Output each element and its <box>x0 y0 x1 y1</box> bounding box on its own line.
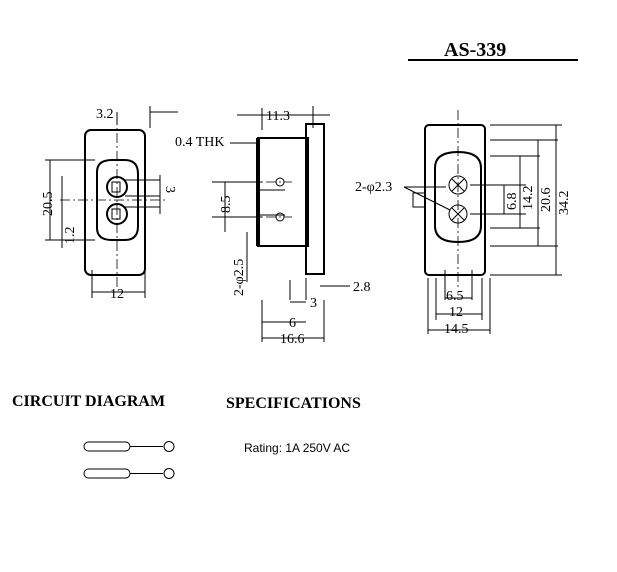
rear-dim-14-2: 14.2 <box>521 186 536 211</box>
side-body-outline <box>257 137 309 247</box>
part-number-title: AS-339 <box>444 39 506 61</box>
side-dim-6: 6 <box>289 316 296 331</box>
front-socket-cavity <box>96 159 139 241</box>
rear-dim-14-5: 14.5 <box>444 322 469 337</box>
rear-dim-20-6: 20.6 <box>539 188 554 213</box>
side-flange <box>305 123 325 275</box>
front-pin-top-contact <box>111 181 121 193</box>
side-dim-16-6: 16.6 <box>280 332 305 347</box>
specifications-heading: SPECIFICATIONS <box>226 395 361 412</box>
front-dim-3-2: 3.2 <box>96 107 114 122</box>
rear-dim-hole: 2-φ2.3 <box>355 180 392 195</box>
rear-dim-34-2: 34.2 <box>557 191 572 216</box>
rear-dim-6-8: 6.8 <box>505 193 520 211</box>
front-body-outline <box>84 129 146 276</box>
front-dim-12: 12 <box>110 287 124 302</box>
circuit-contact-2 <box>83 468 131 479</box>
dim-leader <box>403 186 451 211</box>
side-dim-11-3: 11.3 <box>266 109 290 124</box>
circuit-contact-1 <box>83 441 131 452</box>
front-dim-20-5: 20.5 <box>41 192 56 217</box>
front-dim-1-2: 1.2 <box>63 227 78 245</box>
rear-dim-6-5: 6.5 <box>446 289 464 304</box>
side-view: 11.3 0.4 THK 8.5 2-φ2.5 2.8 3 6 16.6 <box>175 106 371 347</box>
front-dim-3: 3 <box>162 186 177 193</box>
side-dim-8-5: 8.5 <box>219 196 234 214</box>
circuit-symbol <box>83 441 175 479</box>
side-dim-3: 3 <box>310 296 317 311</box>
rating-text: Rating: 1A 250V AC <box>244 441 350 455</box>
rear-pin-stub <box>412 192 426 208</box>
circuit-terminal-1 <box>163 441 175 452</box>
side-dim-thickness: 0.4 THK <box>175 135 225 150</box>
side-dim-2-8: 2.8 <box>353 280 371 295</box>
side-dim-hole: 2-φ2.5 <box>232 259 247 296</box>
rear-screw-top <box>448 175 468 195</box>
front-pin-bottom-contact <box>111 208 121 220</box>
front-view: 3.2 20.5 1.2 3 12 <box>41 106 178 302</box>
circuit-diagram-heading: CIRCUIT DIAGRAM <box>12 393 165 410</box>
rear-dim-12: 12 <box>449 305 463 320</box>
rear-view: 2-φ2.3 6.8 14.2 20.6 34.2 6.5 12 14.5 <box>355 110 572 337</box>
rear-socket-cavity <box>434 150 482 244</box>
circuit-terminal-2 <box>163 468 175 479</box>
